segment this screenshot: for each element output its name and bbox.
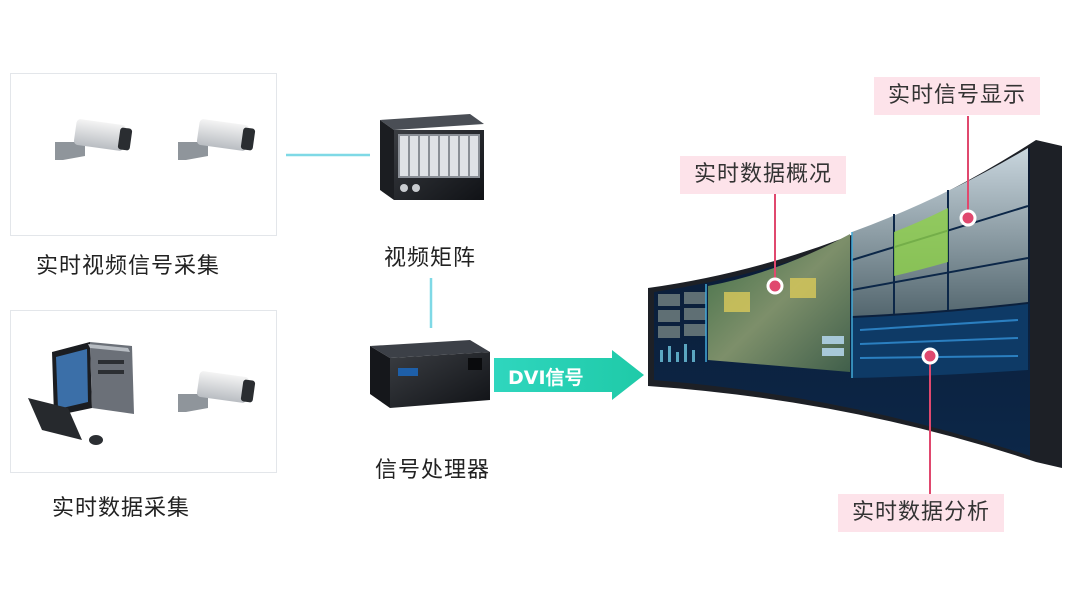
video-capture-label: 实时视频信号采集 <box>36 254 221 279</box>
callout-dot <box>921 347 939 365</box>
video-matrix-label: 视频矩阵 <box>384 246 477 271</box>
callout-realtime-signal-display: 实时信号显示 <box>874 77 1041 115</box>
signal-processor-device <box>370 340 490 408</box>
camera-icon <box>55 119 133 160</box>
video-matrix-device <box>380 114 484 200</box>
callout-dot <box>766 277 784 295</box>
callout-realtime-data-overview: 实时数据概况 <box>680 156 847 194</box>
dvi-arrow <box>494 350 644 400</box>
dvi-signal-label: DVI信号 <box>508 367 584 389</box>
camera-icon <box>178 119 256 160</box>
callout-realtime-data-analysis: 实时数据分析 <box>838 494 1005 532</box>
computer-icon <box>28 342 134 445</box>
callout-dot <box>959 209 977 227</box>
video-capture-panel <box>10 73 277 236</box>
signal-processor-label: 信号处理器 <box>375 458 491 483</box>
data-capture-label: 实时数据采集 <box>52 496 191 521</box>
video-wall <box>648 140 1062 468</box>
camera-icon <box>178 371 256 412</box>
